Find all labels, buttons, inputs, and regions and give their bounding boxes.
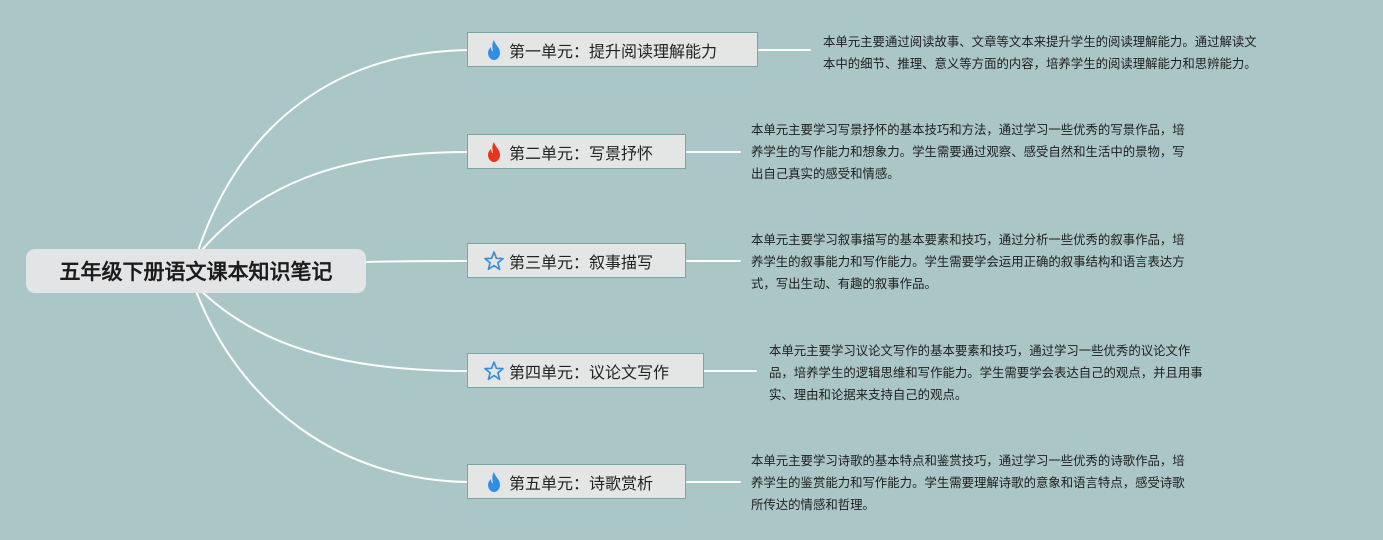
root-topic-label: 五年级下册语文课本知识笔记 [59, 260, 333, 284]
star-outline-icon [484, 360, 504, 382]
connector-root-unit-1 [195, 49, 469, 258]
topic-unit-1[interactable]: 第一单元：提升阅读理解能力 [467, 32, 758, 67]
description-unit-1: 本单元主要通过阅读故事、文章等文本来提升学生的阅读理解能力。通过解读文 本中的细… [823, 31, 1257, 75]
topic-unit-3-label: 第三单元：叙事描写 [509, 252, 654, 272]
description-line: 所传达的情感和哲理。 [751, 497, 875, 512]
description-line: 养学生的写作能力和想象力。学生需要通过观察、感受自然和生活中的景物，写 [751, 144, 1185, 159]
description-line: 出自己真实的感受和情感。 [751, 166, 900, 181]
description-line: 式，写出生动、有趣的叙事作品。 [751, 276, 937, 291]
topic-unit-5[interactable]: 第五单元：诗歌赏析 [467, 464, 686, 499]
description-unit-2: 本单元主要学习写景抒怀的基本技巧和方法，通过学习一些优秀的写景作品，培 养学生的… [751, 119, 1185, 185]
description-unit-4: 本单元主要学习议论文写作的基本要素和技巧，通过学习一些优秀的议论文作 品，培养学… [769, 340, 1203, 406]
description-line: 本单元主要通过阅读故事、文章等文本来提升学生的阅读理解能力。通过解读文 [823, 34, 1257, 49]
connector-root-unit-2 [195, 151, 469, 258]
topic-unit-2[interactable]: 第二单元：写景抒怀 [467, 134, 686, 169]
description-line: 本单元主要学习议论文写作的基本要素和技巧，通过学习一些优秀的议论文作 [769, 343, 1191, 358]
topic-unit-2-label: 第二单元：写景抒怀 [509, 143, 654, 163]
description-unit-5: 本单元主要学习诗歌的基本特点和鉴赏技巧，通过学习一些优秀的诗歌作品，培 养学生的… [751, 450, 1185, 516]
topic-unit-3[interactable]: 第三单元：叙事描写 [467, 243, 686, 278]
connector-root-unit-4 [195, 285, 469, 372]
description-line: 本单元主要学习叙事描写的基本要素和技巧，通过分析一些优秀的叙事作品，培 [751, 232, 1185, 247]
topic-unit-4-label: 第四单元：议论文写作 [509, 362, 670, 382]
blue-flame-icon [484, 471, 504, 493]
star-outline-icon [484, 250, 504, 272]
topic-unit-5-label: 第五单元：诗歌赏析 [509, 473, 654, 493]
connector-root-unit-5 [195, 290, 469, 483]
blue-flame-icon [484, 39, 504, 61]
root-topic[interactable]: 五年级下册语文课本知识笔记 [26, 249, 366, 293]
description-line: 品，培养学生的逻辑思维和写作能力。学生需要学会表达自己的观点，并且用事 [769, 365, 1203, 380]
red-flame-icon [484, 141, 504, 163]
topic-unit-4[interactable]: 第四单元：议论文写作 [467, 353, 704, 388]
description-line: 养学生的鉴赏能力和写作能力。学生需要理解诗歌的意象和语言特点，感受诗歌 [751, 475, 1185, 490]
description-line: 本单元主要学习写景抒怀的基本技巧和方法，通过学习一些优秀的写景作品，培 [751, 122, 1185, 137]
description-line: 实、理由和论据来支持自己的观点。 [769, 387, 968, 402]
description-unit-3: 本单元主要学习叙事描写的基本要素和技巧，通过分析一些优秀的叙事作品，培 养学生的… [751, 229, 1185, 295]
description-line: 本中的细节、推理、意义等方面的内容，培养学生的阅读理解能力和思辨能力。 [823, 56, 1257, 71]
description-line: 本单元主要学习诗歌的基本特点和鉴赏技巧，通过学习一些优秀的诗歌作品，培 [751, 453, 1185, 468]
topic-unit-1-label: 第一单元：提升阅读理解能力 [509, 41, 718, 61]
description-line: 养学生的叙事能力和写作能力。学生需要学会运用正确的叙事结构和语言表达方 [751, 254, 1185, 269]
connector-root-unit-3 [365, 260, 469, 263]
